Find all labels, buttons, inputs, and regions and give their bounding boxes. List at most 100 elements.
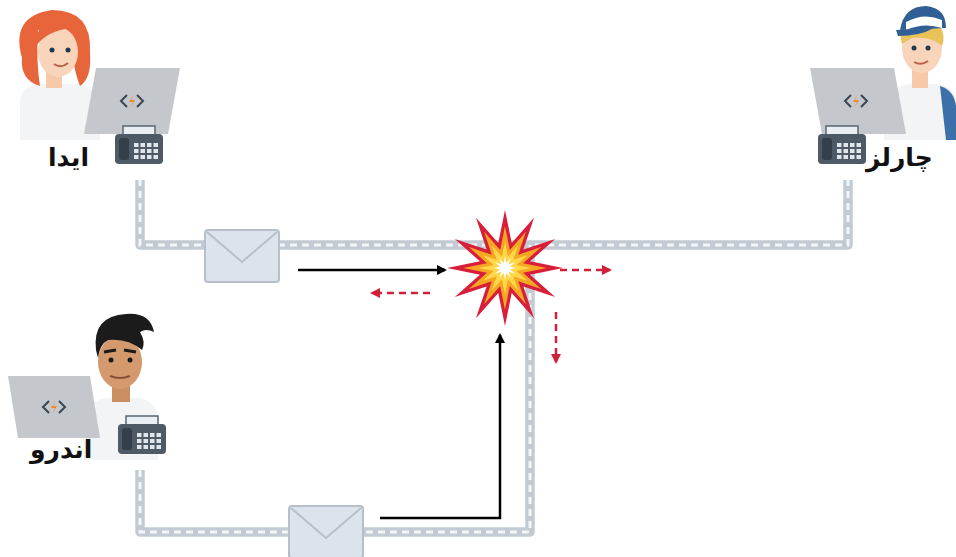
burst-orange bbox=[463, 226, 547, 310]
person-eye bbox=[109, 358, 114, 363]
person-sleeve bbox=[940, 86, 956, 140]
burst-white bbox=[493, 256, 516, 279]
person-eye bbox=[66, 48, 71, 53]
fax-key bbox=[857, 149, 862, 153]
person-brow bbox=[124, 350, 136, 352]
chain-outline bbox=[140, 180, 848, 532]
chain-link bbox=[140, 180, 530, 532]
fax-handset bbox=[822, 138, 832, 160]
burst-yellow bbox=[479, 242, 531, 294]
scatter-arrow bbox=[555, 312, 558, 362]
fax-key bbox=[144, 433, 149, 437]
code-chevron bbox=[121, 95, 127, 107]
person-hair bbox=[19, 10, 90, 86]
message-arrow bbox=[298, 269, 445, 272]
laptop-screen bbox=[84, 68, 180, 134]
fax-body bbox=[818, 134, 866, 164]
envelope-body bbox=[289, 506, 363, 557]
person-eye bbox=[128, 358, 133, 363]
message-arrow bbox=[380, 335, 500, 518]
fax-key bbox=[150, 433, 155, 437]
code-icon bbox=[121, 94, 143, 108]
chain-link bbox=[140, 180, 848, 245]
fax-key bbox=[147, 143, 152, 147]
chain-hole bbox=[140, 180, 530, 532]
fax-key bbox=[134, 155, 139, 159]
envelope-icon bbox=[289, 506, 363, 557]
fax-key bbox=[144, 439, 149, 443]
person-node: چارلز bbox=[800, 0, 956, 180]
fax-key bbox=[141, 149, 146, 153]
burst-core bbox=[493, 256, 516, 279]
fax-key bbox=[157, 445, 162, 449]
person-hair bbox=[96, 314, 154, 358]
fax-key bbox=[844, 143, 849, 147]
fax-key bbox=[147, 155, 152, 159]
person-brow bbox=[104, 350, 116, 352]
scatter-arrow bbox=[372, 292, 430, 295]
fax-key bbox=[157, 439, 162, 443]
chain-outline bbox=[140, 180, 848, 245]
envelope-icon bbox=[205, 230, 279, 282]
laptop-screen bbox=[8, 376, 100, 438]
envelope-flap bbox=[291, 508, 361, 538]
person-name: چارلز bbox=[866, 142, 933, 174]
fax-key bbox=[154, 149, 159, 153]
person-eye bbox=[50, 48, 55, 53]
code-chevron bbox=[43, 401, 49, 413]
person-eye bbox=[912, 46, 917, 51]
person-illustration bbox=[0, 0, 185, 180]
fax-machine bbox=[818, 126, 866, 164]
code-chevron bbox=[59, 401, 65, 413]
code-bolt bbox=[129, 94, 135, 108]
fax-machine bbox=[115, 126, 163, 164]
fax-key bbox=[850, 149, 855, 153]
fax-key bbox=[850, 143, 855, 147]
fax-key bbox=[150, 445, 155, 449]
fax-body bbox=[118, 424, 166, 454]
fax-key bbox=[837, 143, 842, 147]
fax-key bbox=[134, 143, 139, 147]
fax-key bbox=[150, 439, 155, 443]
fax-key bbox=[844, 155, 849, 159]
code-icon bbox=[43, 400, 65, 414]
person-name: ایدا bbox=[48, 142, 89, 174]
fax-key bbox=[157, 433, 162, 437]
chain-outline bbox=[140, 180, 530, 532]
code-chevron bbox=[137, 95, 143, 107]
fax-machine bbox=[118, 416, 166, 454]
fax-key bbox=[137, 433, 142, 437]
collision-burst bbox=[447, 210, 563, 326]
fax-key bbox=[141, 155, 146, 159]
fax-body bbox=[115, 134, 163, 164]
fax-key bbox=[844, 149, 849, 153]
person-node: اندرو bbox=[0, 310, 185, 470]
fax-handset bbox=[119, 138, 129, 160]
fax-key bbox=[144, 445, 149, 449]
cap-band bbox=[906, 16, 942, 30]
envelope-body bbox=[205, 230, 279, 282]
burst-outer bbox=[447, 210, 563, 326]
burst-inner bbox=[479, 242, 531, 294]
fax-key bbox=[857, 143, 862, 147]
cap-visor bbox=[896, 28, 934, 36]
code-chevron bbox=[861, 95, 867, 107]
code-bolt bbox=[51, 400, 57, 414]
person-mouth bbox=[110, 376, 130, 378]
fax-key bbox=[154, 143, 159, 147]
scatter-arrow bbox=[560, 269, 610, 272]
person-fringe bbox=[34, 23, 80, 46]
fax-key bbox=[154, 155, 159, 159]
envelope-flap bbox=[207, 232, 277, 262]
fax-key bbox=[850, 155, 855, 159]
person-mouth bbox=[914, 61, 928, 64]
fax-key bbox=[134, 149, 139, 153]
fax-key bbox=[147, 149, 152, 153]
fax-key bbox=[137, 439, 142, 443]
code-bolt bbox=[853, 94, 859, 108]
code-chevron bbox=[845, 95, 851, 107]
fax-key bbox=[837, 149, 842, 153]
person-name: اندرو bbox=[30, 434, 92, 466]
person-eye bbox=[926, 46, 931, 51]
